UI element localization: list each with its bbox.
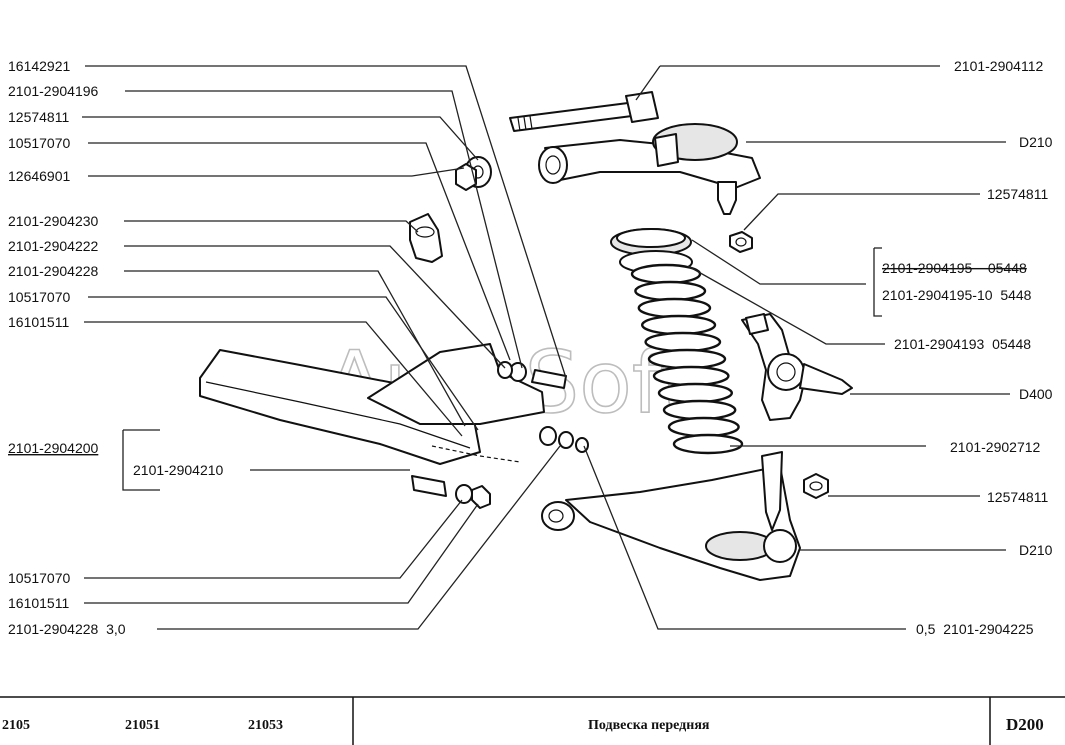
footer-bar: 2105 21051 21053 Подвеска передняя D200 xyxy=(0,696,1065,745)
ball-joint-nut-lower xyxy=(803,473,829,499)
part-label-2101-2904230[interactable]: 2101-2904230 xyxy=(8,213,99,229)
bump-stop xyxy=(409,213,443,263)
part-label-12574811-r2[interactable]: 12574811 xyxy=(987,489,1048,505)
footer-model-21053: 21053 xyxy=(248,718,283,733)
lower-control-arm xyxy=(541,451,801,581)
spring-coil xyxy=(662,399,737,421)
left-labels: 16142921 2101-2904196 12574811 10517070 … xyxy=(8,58,224,637)
bolt-washers-lower xyxy=(411,475,491,509)
footer-title: Подвеска передняя xyxy=(588,718,710,733)
part-label-D210[interactable]: D210 xyxy=(1019,134,1053,150)
spring-coil xyxy=(652,365,730,387)
part-label-D400[interactable]: D400 xyxy=(1019,386,1053,402)
leader-lines xyxy=(82,65,1010,630)
part-label-D210-b[interactable]: D210 xyxy=(1019,542,1053,558)
part-label-2101-2904210[interactable]: 2101-2904210 xyxy=(133,462,224,478)
part-label-10517070-c[interactable]: 10517070 xyxy=(8,570,71,586)
part-label-16101511[interactable]: 16101511 xyxy=(8,314,69,330)
upper-arm-bolt xyxy=(509,91,659,132)
part-label-2101-2902712[interactable]: 2101-2902712 xyxy=(950,439,1041,455)
footer-diagram-code: D200 xyxy=(1006,715,1044,734)
spring-coil xyxy=(644,331,722,353)
right-labels: 2101-2904112 D210 12574811 2101-2904195 … xyxy=(882,58,1053,637)
upper-control-arm xyxy=(538,123,761,215)
part-label-2101-2904112[interactable]: 2101-2904112 xyxy=(954,58,1043,74)
spring-coil xyxy=(672,433,744,455)
ball-joint-nut-upper xyxy=(729,231,753,253)
footer-model-21051: 21051 xyxy=(125,718,160,733)
spring-coil xyxy=(637,297,712,319)
part-label-10517070-b[interactable]: 10517070 xyxy=(8,289,71,305)
part-label-2101-2904228-b[interactable]: 2101-2904228 3,0 xyxy=(8,621,126,637)
spring-coil xyxy=(667,416,740,438)
part-label-16101511-b[interactable]: 16101511 xyxy=(8,595,69,611)
part-label-12574811[interactable]: 12574811 xyxy=(8,109,69,125)
steering-knuckle xyxy=(741,313,853,421)
spring-coil xyxy=(657,382,734,404)
part-label-12574811-r[interactable]: 12574811 xyxy=(987,186,1048,202)
part-label-10517070[interactable]: 10517070 xyxy=(8,135,71,151)
coil-spring xyxy=(610,228,744,455)
spring-coil xyxy=(640,314,717,336)
spring-coil xyxy=(634,280,707,302)
part-label-2101-2904228[interactable]: 2101-2904228 xyxy=(8,263,99,279)
cross-member xyxy=(199,343,545,465)
bolt-washers-mid xyxy=(497,361,589,453)
part-label-2101-2904195-10[interactable]: 2101-2904195-10 5448 xyxy=(882,287,1032,303)
part-label-2101-2904200[interactable]: 2101-2904200 xyxy=(8,440,99,456)
part-label-2101-2904195[interactable]: 2101-2904195 05448 xyxy=(882,260,1027,276)
part-label-2101-2904225[interactable]: 0,5 2101-2904225 xyxy=(916,621,1034,637)
part-label-2101-2904222[interactable]: 2101-2904222 xyxy=(8,238,99,254)
part-label-12646901[interactable]: 12646901 xyxy=(8,168,71,184)
part-label-2101-2904196[interactable]: 2101-2904196 xyxy=(8,83,99,99)
footer-model-2105: 2105 xyxy=(2,718,30,733)
part-label-16142921[interactable]: 16142921 xyxy=(8,58,71,74)
spring-coil xyxy=(647,348,727,370)
part-label-2101-2904193[interactable]: 2101-2904193 05448 xyxy=(894,336,1031,352)
